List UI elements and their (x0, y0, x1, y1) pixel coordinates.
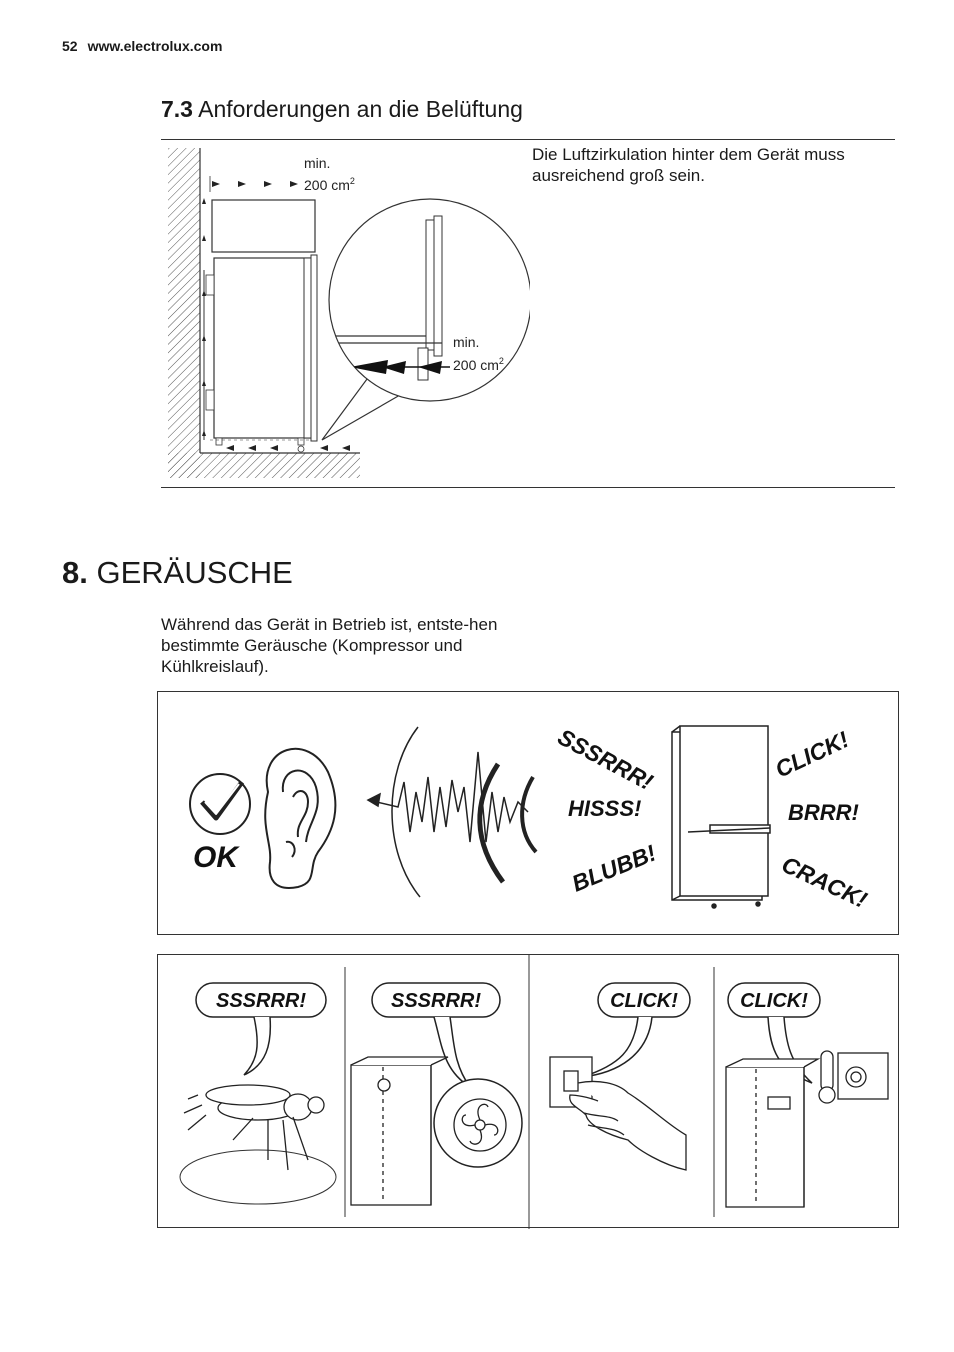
noise-examples-box: SSSRRR! SSSRRR! (157, 954, 899, 1229)
zoom-label-min: min. (453, 334, 479, 350)
bubble-sssrrr-1: SSSRRR! (216, 990, 306, 1012)
noises-intro: Während das Gerät in Betrieb ist, entste… (161, 615, 498, 676)
noise-overview-box: OK SSSRRR! HISSS! B (157, 691, 899, 935)
sound-crack: CRACK! (778, 851, 872, 913)
panel-switch: CLICK! (549, 982, 691, 1171)
bubble-click-2: CLICK! (740, 990, 808, 1012)
ventilation-diagram: min. 200 cm2 min. 200 cm2 (168, 148, 530, 478)
zoom-detail (330, 215, 450, 381)
floor-hatch (168, 453, 360, 478)
airflow-bottom-arrows (226, 445, 350, 451)
wall-hatch (168, 148, 200, 478)
thermostat-icon (818, 1050, 889, 1104)
airflow-top-arrows (212, 181, 298, 187)
site-url: www.electrolux.com (87, 38, 223, 54)
chapter-title-noises: 8. GERÄUSCHE (62, 555, 293, 591)
sound-brrr: BRRR! (788, 800, 859, 825)
noise-examples-illustration: SSSRRR! SSSRRR! (179, 955, 889, 1229)
section-number: 7.3 (161, 96, 193, 122)
top-label-value: 200 cm2 (304, 176, 355, 193)
airflow-up-arrows (202, 198, 206, 436)
panel-thermostat: CLICK! (725, 982, 889, 1208)
panel-fly: SSSRRR! (179, 982, 337, 1205)
chapter-number: 8. (62, 555, 88, 590)
section-top-rule (161, 139, 895, 140)
sound-wave-icon (366, 726, 538, 898)
chapter-title-text: GERÄUSCHE (96, 555, 293, 590)
section-bottom-rule (161, 487, 895, 488)
bubble-click-1: CLICK! (610, 990, 678, 1012)
panel-fan: SSSRRR! (350, 982, 523, 1206)
check-icon (200, 780, 245, 821)
section-title-text: Anforderungen an die Belüftung (198, 96, 523, 122)
section-title-ventilation: 7.3 Anforderungen an die Belüftung (161, 96, 523, 123)
zoom-label-value: 200 cm2 (453, 356, 504, 373)
sound-sssrrr: SSSRRR! (554, 723, 658, 795)
sound-hisss: HISSS! (568, 796, 641, 821)
fridge-small-icon (350, 1056, 449, 1206)
sound-blubb: BLUBB! (568, 839, 660, 896)
top-label-min: min. (304, 155, 330, 171)
fan-zoom-circle (433, 1078, 523, 1168)
fan-icon (453, 1098, 507, 1152)
upper-cabinet (211, 199, 316, 253)
ear-icon (264, 747, 337, 889)
fly-icon (183, 1084, 325, 1171)
fridge-small-icon-2 (725, 1058, 821, 1208)
ventilation-text: Die Luftzirkulation hinter dem Gerät mus… (532, 145, 845, 185)
ok-label: OK (193, 841, 240, 874)
noise-overview-illustration: OK SSSRRR! HISSS! B (189, 723, 872, 913)
page-header: 52 www.electrolux.com (62, 38, 222, 54)
fridge-body (213, 257, 312, 439)
fridge-icon (671, 725, 771, 909)
page-number: 52 (62, 38, 78, 54)
bubble-sssrrr-2: SSSRRR! (391, 990, 481, 1012)
hand-icon (569, 1080, 687, 1171)
sound-click: CLICK! (771, 726, 853, 783)
